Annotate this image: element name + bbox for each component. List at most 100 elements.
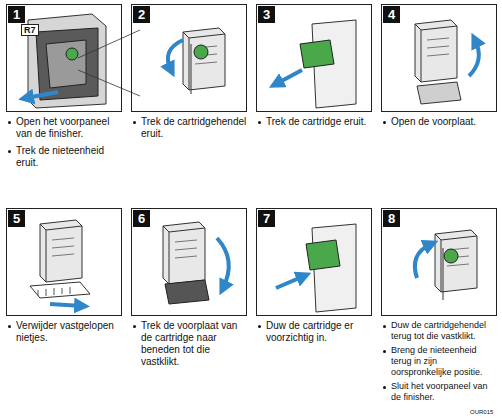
panel-4-art <box>415 20 479 104</box>
panel-frame: 4 <box>381 4 497 112</box>
step-number: 6 <box>133 210 150 227</box>
instruction-text: Trek de voorplaat van de cartridge naar … <box>141 320 247 368</box>
instruction-text: Duw de cartridge er voorzichtig in. <box>266 320 372 344</box>
step-number: 3 <box>258 6 275 23</box>
bullet-item: Trek de voorplaat van de cartridge naar … <box>131 320 247 368</box>
part-label: R7 <box>21 24 39 36</box>
step-notes: Duw de cartridgehendel terug tot die vas… <box>381 320 497 403</box>
bullet-item: Open de voorplaat. <box>381 116 497 128</box>
step-notes: Trek de cartridge eruit. <box>256 116 372 128</box>
panel-frame: 8 <box>381 208 497 316</box>
bullet-dot <box>133 121 136 124</box>
bullet-dot <box>8 150 11 153</box>
step-number: 2 <box>133 6 150 23</box>
turn-arrow <box>415 244 431 278</box>
frame-line <box>191 44 192 94</box>
panel-frame: 1 <box>6 4 122 112</box>
instruction-text: Verwijder vastgelopen nietjes. <box>16 320 122 344</box>
bullet-dot <box>8 121 11 124</box>
staple-lines <box>38 287 70 296</box>
step-number: 5 <box>8 210 25 227</box>
panel-frame: 3 <box>256 4 372 112</box>
pull-arrow <box>26 92 58 98</box>
cartridge <box>435 230 477 292</box>
bullet-dot <box>8 325 11 328</box>
staple-unit <box>46 40 86 88</box>
cartridge <box>183 28 225 90</box>
bullet-item: Trek de nieteenheid eruit. <box>6 145 122 169</box>
cartridge-green <box>300 40 334 68</box>
push-arrow <box>276 276 304 288</box>
step-notes: Duw de cartridge er voorzichtig in. <box>256 320 372 344</box>
instruction-text: Trek de cartridgehendel eruit. <box>141 116 247 140</box>
turn-arrow <box>168 40 183 70</box>
step-number: 1 <box>8 6 25 23</box>
step-panel: 2Trek de cartridgehendel eruit. <box>131 4 247 145</box>
bullet-dot <box>383 386 386 389</box>
bullet-item: Breng de nieteenheid terug in zijn oorsp… <box>381 345 497 378</box>
instruction-text: Breng de nieteenheid terug in zijn oorsp… <box>391 345 497 378</box>
step-notes: Open het voorpaneel van de finisher. Trek… <box>6 116 122 169</box>
close-arrow <box>217 238 229 288</box>
bullet-dot <box>383 350 386 353</box>
cartridge <box>40 220 82 282</box>
instruction-text: Trek de nieteenheid eruit. <box>16 145 122 169</box>
bullet-item: Verwijder vastgelopen nietjes. <box>6 320 122 344</box>
cartridge-green <box>306 240 340 270</box>
bullet-dot <box>258 121 261 124</box>
step-notes: Trek de cartridgehendel eruit. <box>131 116 247 140</box>
step-number: 4 <box>383 6 400 23</box>
panel-8-art <box>415 230 477 300</box>
step-panel: 4Open de voorplaat. <box>381 4 497 133</box>
step-panel: 7Duw de cartridge er voorzichtig in. <box>256 208 372 349</box>
remove-arrow <box>50 304 82 306</box>
front-plate <box>165 280 209 304</box>
lever <box>194 45 208 59</box>
panel-6-art <box>163 222 229 304</box>
panel-frame: 5 <box>6 208 122 316</box>
panel-7-art <box>276 224 356 312</box>
figure-code: OUR015 <box>470 409 493 415</box>
instruction-text: Sluit het voorpaneel van de finisher. <box>391 381 497 403</box>
panel-frame: 2 <box>131 4 247 112</box>
bullet-item: Duw de cartridge er voorzichtig in. <box>256 320 372 344</box>
step-panel: 5Verwijder vastgelopen nietjes. <box>6 208 122 349</box>
bullet-item: Trek de cartridge eruit. <box>256 116 372 128</box>
step-number: 8 <box>383 210 400 227</box>
bullet-item: Trek de cartridgehendel eruit. <box>131 116 247 140</box>
cartridge <box>163 222 205 284</box>
instruction-text: Open de voorplaat. <box>391 116 476 128</box>
instruction-text: Open het voorpaneel van de finisher. <box>16 116 122 140</box>
panel-frame: 6 <box>131 208 247 316</box>
step-panel: 6Trek de voorplaat van de cartridge naar… <box>131 208 247 373</box>
instruction-text: Trek de cartridge eruit. <box>266 116 366 128</box>
frame-line <box>443 248 444 300</box>
step-number: 7 <box>258 210 275 227</box>
bullet-item: Duw de cartridgehendel terug tot die vas… <box>381 320 497 342</box>
cartridge <box>415 20 457 82</box>
bullet-item: Open het voorpaneel van de finisher. <box>6 116 122 140</box>
bullet-dot <box>258 325 261 328</box>
step-notes: Trek de voorplaat van de cartridge naar … <box>131 320 247 368</box>
step-panel: 3Trek de cartridge eruit. <box>256 4 372 133</box>
step-notes: Open de voorplaat. <box>381 116 497 128</box>
panel-3-art <box>276 20 356 108</box>
bullet-dot <box>133 325 136 328</box>
panel-frame: 7 <box>256 208 372 316</box>
bullet-dot <box>383 325 386 328</box>
staples <box>30 282 90 298</box>
step-notes: Verwijder vastgelopen nietjes. <box>6 320 122 344</box>
step-panel: 8Duw de cartridgehendel terug tot die va… <box>381 208 497 406</box>
panel-5-art <box>30 220 90 306</box>
bullet-dot <box>383 121 386 124</box>
pull-arrow <box>276 70 302 84</box>
front-plate <box>417 82 461 104</box>
panel-2-art <box>168 28 225 94</box>
finisher-opening <box>36 28 98 100</box>
lever <box>444 249 458 263</box>
lever <box>66 48 78 60</box>
bullet-item: Sluit het voorpaneel van de finisher. <box>381 381 497 403</box>
instruction-text: Duw de cartridgehendel terug tot die vas… <box>391 320 497 342</box>
open-arrow <box>469 40 479 76</box>
